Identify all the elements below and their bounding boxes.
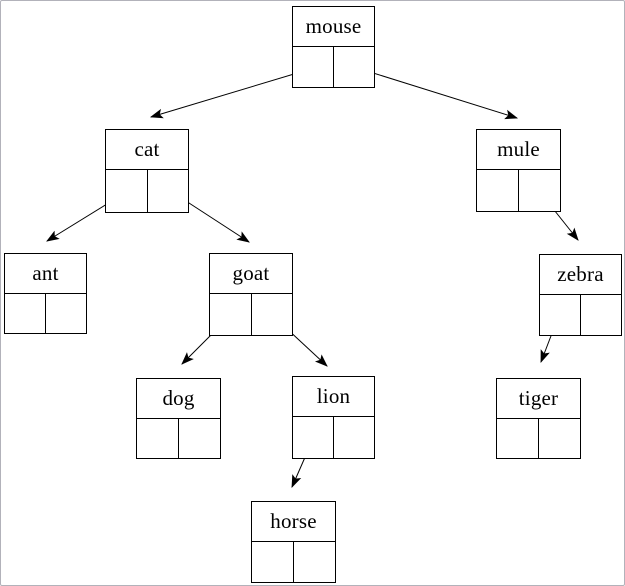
right-pointer-cell	[294, 542, 335, 582]
right-pointer-cell	[334, 47, 374, 87]
tree-node-goat: goat	[209, 253, 293, 336]
tree-node-cat: cat	[105, 129, 189, 213]
right-pointer-cell	[252, 294, 293, 335]
right-pointer-cell	[179, 419, 220, 458]
right-pointer-cell	[539, 419, 580, 458]
right-pointer-cell	[581, 295, 621, 335]
node-label: lion	[293, 377, 374, 417]
tree-node-tiger: tiger	[496, 378, 581, 459]
node-pointer-cells	[293, 47, 374, 87]
node-label: horse	[252, 502, 335, 542]
right-pointer-cell	[519, 170, 560, 211]
node-pointer-cells	[293, 417, 374, 458]
node-pointer-cells	[210, 294, 292, 335]
left-pointer-cell	[540, 295, 581, 335]
left-pointer-cell	[293, 417, 334, 458]
node-pointer-cells	[540, 295, 621, 335]
tree-node-ant: ant	[4, 253, 87, 334]
node-label: goat	[210, 254, 292, 294]
left-pointer-cell	[477, 170, 519, 211]
node-label: mouse	[293, 7, 374, 47]
node-label: ant	[5, 254, 86, 294]
left-pointer-cell	[293, 47, 334, 87]
node-pointer-cells	[497, 419, 580, 458]
node-label: dog	[137, 379, 220, 419]
left-pointer-cell	[137, 419, 179, 458]
left-pointer-cell	[497, 419, 539, 458]
node-label: zebra	[540, 255, 621, 295]
left-pointer-cell	[5, 294, 46, 333]
node-pointer-cells	[106, 170, 188, 212]
right-pointer-cell	[148, 170, 189, 212]
right-pointer-cell	[46, 294, 86, 333]
left-pointer-cell	[106, 170, 148, 212]
tree-node-dog: dog	[136, 378, 221, 459]
node-pointer-cells	[477, 170, 560, 211]
tree-node-mule: mule	[476, 129, 561, 212]
node-pointer-cells	[5, 294, 86, 333]
left-pointer-cell	[252, 542, 294, 582]
tree-node-lion: lion	[292, 376, 375, 459]
tree-node-zebra: zebra	[539, 254, 622, 336]
edge-mouse-right-to-mule	[353, 66, 519, 120]
node-label: tiger	[497, 379, 580, 419]
left-pointer-cell	[210, 294, 252, 335]
node-pointer-cells	[137, 419, 220, 458]
tree-node-horse: horse	[251, 501, 336, 583]
node-pointer-cells	[252, 542, 335, 582]
node-label: cat	[106, 130, 188, 170]
right-pointer-cell	[334, 417, 374, 458]
edge-mouse-left-to-cat	[149, 67, 315, 119]
tree-node-mouse: mouse	[292, 6, 375, 88]
node-label: mule	[477, 130, 560, 170]
